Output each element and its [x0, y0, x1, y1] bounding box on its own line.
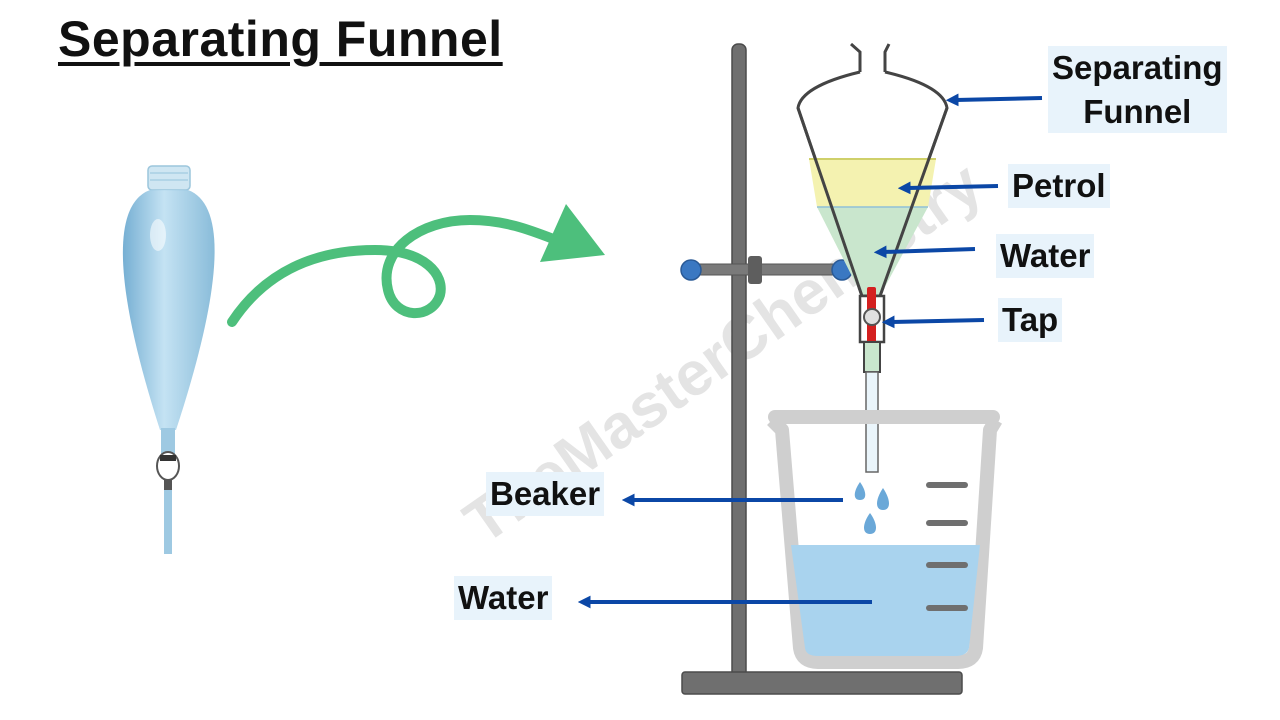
label-tap: Tap [998, 298, 1063, 342]
arrow-separating-funnel [945, 93, 1043, 107]
funnel-icon [796, 42, 949, 473]
label-separating-funnel-line-1: Separating [1052, 49, 1223, 86]
label-separating-funnel-line-2: Funnel [1083, 92, 1192, 130]
label-arrows [577, 93, 1043, 609]
label-beaker: Beaker [486, 472, 605, 516]
retort-stand-icon [680, 43, 963, 695]
droplet-icon [854, 482, 889, 534]
curly-arrow-icon [227, 204, 605, 327]
page-title: Separating Funnel [58, 11, 503, 67]
label-separating-funnel: Separating Funnel [1048, 46, 1227, 134]
separating-funnel-photo-icon [122, 165, 215, 554]
arrow-petrol [897, 181, 999, 195]
label-petrol: Petrol [1008, 164, 1110, 208]
arrow-tap [881, 315, 985, 329]
label-water-beaker: Water [454, 576, 553, 620]
arrow-water-funnel [873, 245, 976, 259]
beaker-icon [767, 410, 1003, 669]
label-water-funnel: Water [996, 234, 1095, 278]
